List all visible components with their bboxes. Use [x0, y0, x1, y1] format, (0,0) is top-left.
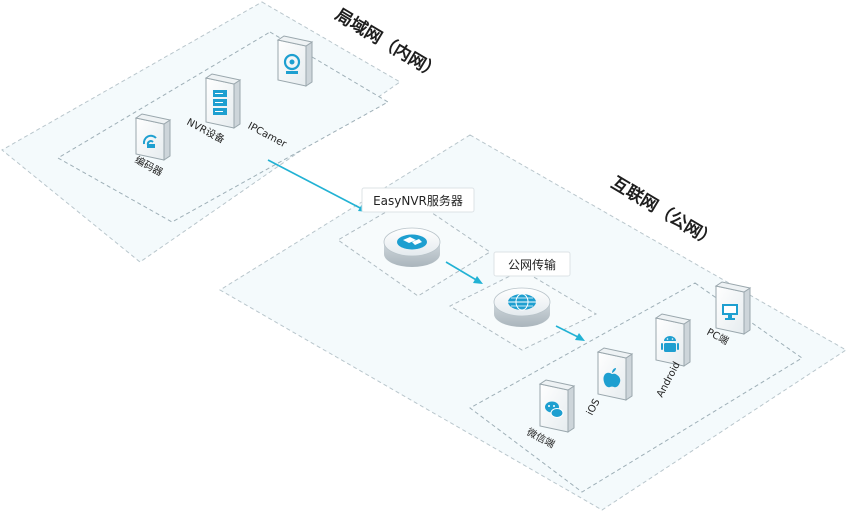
internet-zone-inner — [469, 282, 803, 493]
easynvr-server-icon — [397, 234, 427, 250]
transport-callout: 公网传输 — [493, 251, 571, 277]
server-label: EasyNVR服务器 — [373, 193, 463, 208]
transport-label: 公网传输 — [508, 257, 556, 272]
server-to-transport-arrow — [445, 261, 479, 282]
client-android: Android — [654, 313, 692, 399]
android-icon — [661, 336, 679, 352]
easynvr-server-node — [383, 227, 441, 267]
server-callout: EasyNVR服务器 — [361, 187, 475, 213]
nvr-server-icon — [213, 90, 227, 115]
monitor-icon — [722, 304, 738, 320]
apple-icon — [603, 368, 621, 388]
wechat-icon — [545, 401, 564, 418]
globe-icon — [508, 293, 536, 311]
transport-to-clients-arrow — [555, 325, 581, 339]
lan-to-server-arrow — [267, 159, 365, 211]
encoder-icon — [142, 134, 157, 148]
transport-node — [493, 287, 551, 327]
transport-to-clients-arrowhead — [575, 333, 585, 341]
server-to-transport-arrowhead — [473, 276, 483, 284]
ip-camera-icon — [283, 53, 301, 74]
